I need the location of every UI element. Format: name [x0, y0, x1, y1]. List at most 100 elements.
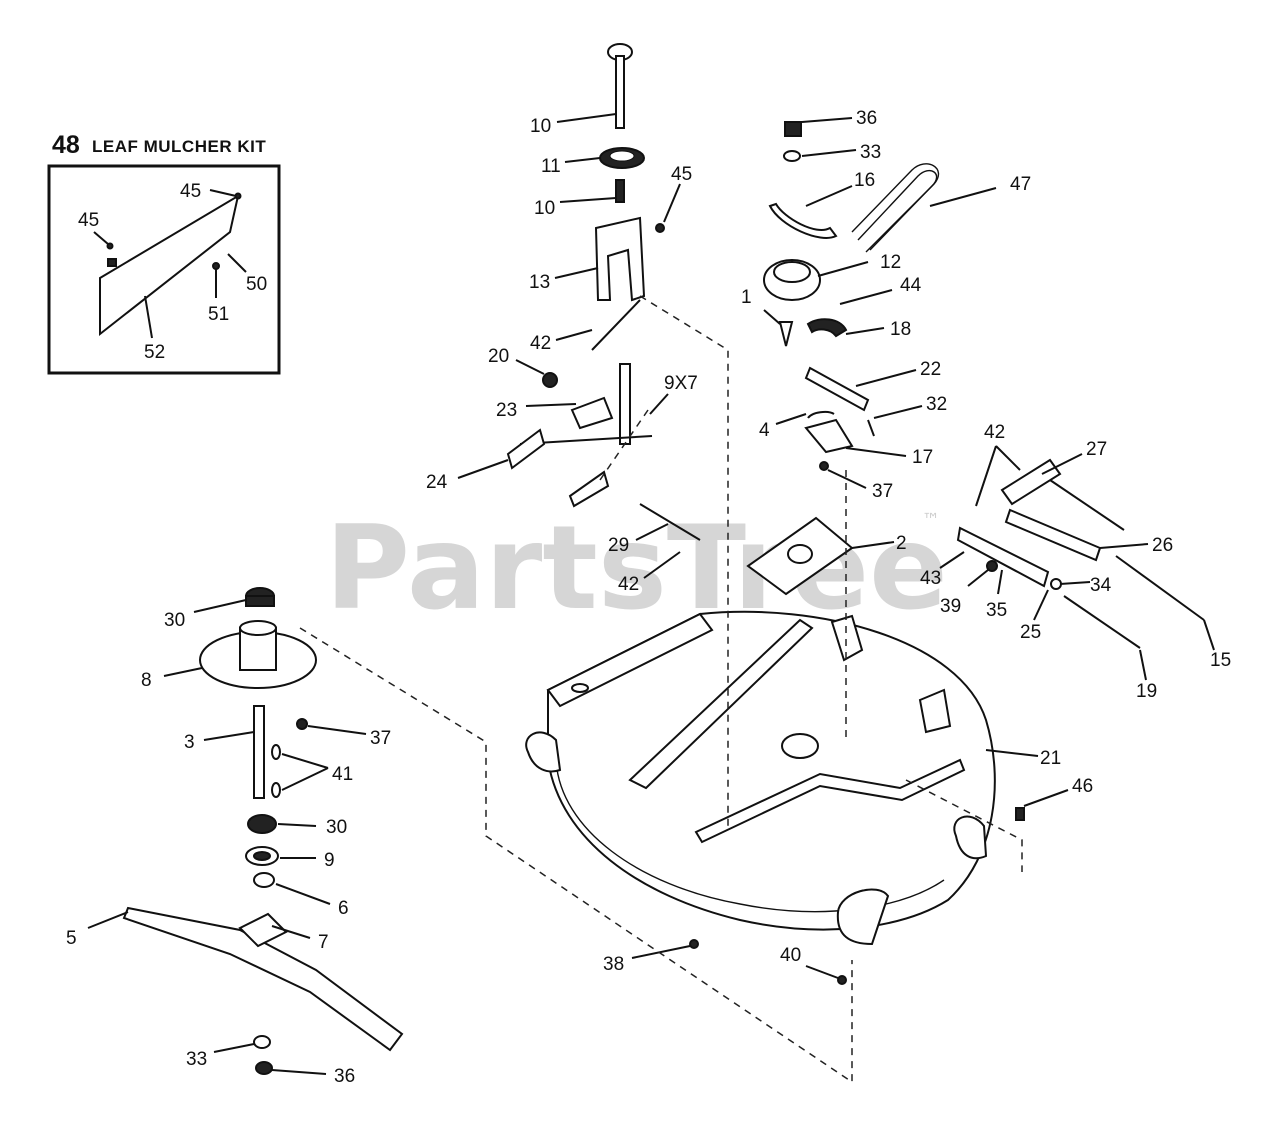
leader-1	[763, 309, 781, 325]
watermark-text: PartsTree	[325, 501, 948, 636]
label-52: 52	[144, 342, 165, 363]
nut-51	[212, 262, 220, 270]
deck-side-handle	[953, 815, 988, 860]
nut-37-left	[296, 718, 308, 730]
key-41-a	[271, 744, 281, 760]
leaf-mulcher-kit-panel: 48 LEAF MULCHER KIT	[47, 131, 281, 375]
leader-21	[985, 749, 1039, 757]
arm-23	[570, 396, 614, 430]
deck-shell	[547, 610, 996, 931]
nut-40	[837, 975, 847, 985]
shaft-3	[253, 705, 265, 799]
leader-40	[805, 965, 839, 979]
spacer-6	[253, 872, 275, 888]
label-6: 6	[338, 898, 349, 919]
bar-25	[956, 526, 1050, 588]
leader-20	[515, 359, 545, 375]
leader-37-left	[307, 725, 367, 735]
label-44: 44	[900, 275, 922, 296]
deck-skirt-line	[555, 759, 945, 913]
leader-17	[845, 447, 907, 457]
leader-33-bot	[213, 1043, 255, 1053]
label-40: 40	[780, 945, 801, 966]
spacer-18	[806, 318, 848, 338]
label-30-top: 30	[164, 610, 185, 631]
leader-2	[851, 541, 895, 549]
screw-45-kit-a	[106, 242, 114, 250]
leader-30-bot	[277, 823, 317, 827]
label-35: 35	[986, 600, 1007, 621]
washer-34	[1050, 578, 1062, 590]
plate-2-hole	[787, 544, 813, 564]
leader-29	[635, 523, 669, 541]
leader-33-top	[801, 149, 857, 157]
deck-rail-right	[694, 758, 966, 844]
mulcher-plate	[99, 193, 240, 337]
nut-38	[689, 939, 699, 949]
nut-39	[986, 560, 998, 572]
deck-rail-left	[628, 618, 814, 790]
leader-43	[939, 551, 965, 569]
part-labels: 10 11 10 45 13 42 20 9X7 23 24 29 42 36 …	[66, 108, 1231, 1087]
washer-33-bot	[253, 1035, 271, 1049]
kit-box	[47, 164, 281, 375]
watermark: PartsTree ™	[325, 501, 948, 636]
deck-front-handle	[525, 731, 562, 773]
leader-25	[1033, 589, 1049, 621]
label-3: 3	[184, 732, 195, 753]
watermark-trademark: ™	[922, 510, 940, 531]
belt-47-inner	[857, 170, 938, 251]
leader-18	[845, 327, 885, 335]
leader-23	[525, 403, 577, 407]
bar-26	[1004, 508, 1102, 562]
label-42-b: 42	[618, 574, 639, 595]
guard-16	[768, 202, 838, 239]
label-12: 12	[880, 252, 901, 273]
leader-16	[805, 185, 853, 207]
label-9x7: 9X7	[664, 373, 698, 394]
label-42-c: 42	[984, 422, 1005, 443]
label-33-top: 33	[860, 142, 881, 163]
leader-10-mid	[559, 197, 617, 203]
leader-19	[1139, 649, 1147, 681]
bolt-shank	[615, 55, 625, 129]
label-36-top: 36	[856, 108, 877, 129]
leader-12	[817, 261, 869, 277]
label-5: 5	[66, 928, 77, 949]
nut-37-mid	[819, 461, 829, 471]
arm-27	[1049, 479, 1125, 531]
label-36-bot: 36	[334, 1066, 355, 1087]
label-42-a: 42	[530, 333, 551, 354]
kit-number: 48	[52, 131, 80, 159]
leader-30-top	[193, 599, 247, 613]
label-41: 41	[332, 764, 353, 785]
leader-34	[1059, 581, 1091, 585]
label-38: 38	[603, 954, 624, 975]
label-10-mid: 10	[534, 198, 555, 219]
leader-9x7	[649, 393, 669, 415]
adapter-7	[238, 912, 288, 948]
screw-45-kit-b	[234, 192, 242, 200]
shaft-23-post	[619, 363, 631, 445]
spindle-housing-8-top	[239, 620, 277, 636]
bolt-1	[778, 321, 794, 347]
dash-shaft	[599, 409, 649, 481]
label-25: 25	[1020, 622, 1041, 643]
leader-35	[997, 569, 1003, 595]
lift-shaft-assembly	[457, 359, 701, 579]
label-8: 8	[141, 670, 152, 691]
mower-deck-21	[525, 610, 1069, 985]
label-27: 27	[1086, 439, 1107, 460]
leader-36-bot	[271, 1069, 327, 1075]
label-7: 7	[318, 932, 329, 953]
leader-47	[929, 187, 997, 207]
label-11: 11	[541, 156, 561, 177]
label-19: 19	[1136, 681, 1157, 702]
leader-24	[457, 459, 509, 479]
arm-22	[804, 366, 870, 412]
label-4: 4	[759, 420, 770, 441]
leader-45-kit-a	[93, 231, 109, 245]
label-30-bot: 30	[326, 817, 347, 838]
blade-spindle-assembly	[87, 587, 404, 1075]
idler-pulley-assembly	[763, 117, 997, 489]
